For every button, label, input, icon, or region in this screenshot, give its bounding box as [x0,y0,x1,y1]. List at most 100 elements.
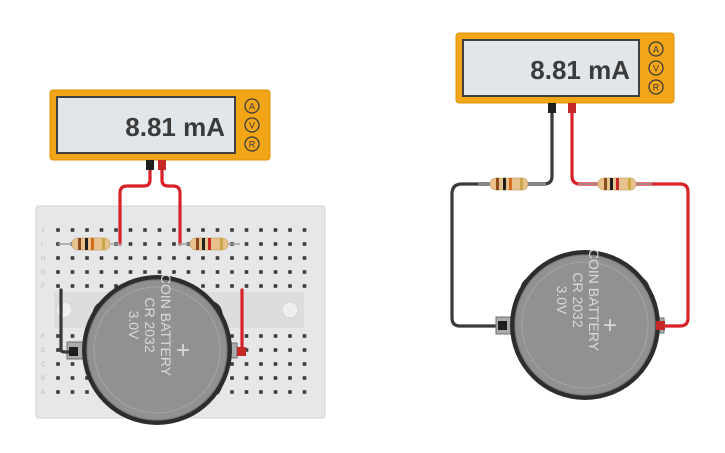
right-battery-plus-sign: + [603,312,617,339]
breadboard-hole [302,228,307,232]
breadboard-hole [302,362,307,366]
breadboard-hole [273,228,278,232]
breadboard-hole [70,334,75,338]
left-meter-mode-a[interactable]: A [244,98,260,114]
left-meter-com-probe[interactable] [146,160,154,170]
breadboard-hole [157,228,162,232]
breadboard-hole [56,390,60,394]
breadboard-hole [244,270,249,274]
breadboard-hole [288,362,292,366]
breadboard-hole [244,390,249,394]
breadboard-hole [201,270,205,274]
breadboard-hole [273,376,278,380]
breadboard-hole [70,390,75,394]
breadboard-hole [273,348,278,352]
breadboard-hole [244,334,249,338]
breadboard-hole [128,242,133,246]
breadboard-hole [85,228,89,232]
breadboard-hole [302,242,307,246]
right-meter-mode-v-label: V [653,64,659,74]
breadboard-hole [85,256,89,260]
left-meter-screen [56,96,236,154]
left-black-wire-end[interactable] [59,348,74,354]
right-resistor-2[interactable] [578,177,652,191]
breadboard-hole [85,390,89,394]
breadboard-hole [114,270,118,274]
breadboard-hole [128,270,133,274]
right-black-wire-terminal [498,321,507,330]
breadboard-hole [172,228,176,232]
breadboard-hole [259,228,263,232]
left-meter-mode-r-label: R [249,140,256,150]
breadboard-hole [128,228,133,232]
left-multimeter[interactable]: 8.81 mA A V R [49,89,271,170]
breadboard-hole [288,348,292,352]
left-battery-label-2: CR 2032 [142,297,158,352]
breadboard-hole [302,334,307,338]
breadboard-hole [85,270,89,274]
breadboard-hole [273,270,278,274]
right-meter-mode-r[interactable]: R [648,79,664,95]
breadboard-hole [244,228,249,232]
breadboard-hole [70,228,75,232]
right-resistor-1[interactable] [478,177,546,191]
left-battery-label-3: 3.0V [126,311,142,340]
left-meter-reading: 8.81 mA [125,112,225,142]
svg-text:D: D [41,348,46,354]
breadboard-hole [215,256,220,260]
breadboard-hole [99,284,104,288]
right-meter-com-probe[interactable] [548,103,556,113]
svg-text:J: J [41,228,44,234]
left-meter-mode-v-label: V [249,121,255,131]
right-red-wire[interactable] [570,108,690,328]
breadboard-hole [114,284,118,288]
svg-text:F: F [41,284,45,290]
left-meter-mode-v[interactable]: V [244,117,260,133]
left-red-wire-b[interactable] [160,166,182,246]
breadboard-hole [244,348,249,352]
breadboard-hole [157,270,162,274]
right-meter-mode-a-label: A [653,45,659,55]
left-resistor-1[interactable] [58,237,122,251]
left-red-wire-a[interactable] [118,166,152,246]
breadboard-hole [273,256,278,260]
right-meter-mode-v[interactable]: V [648,60,664,76]
left-meter-pos-probe[interactable] [158,160,166,170]
breadboard-hole [230,228,234,232]
breadboard-hole [114,256,118,260]
left-meter-mode-r[interactable]: R [244,136,260,152]
left-meter-mode-a-label: A [249,102,255,112]
breadboard-hole [230,390,234,394]
right-meter-pos-probe[interactable] [568,103,576,113]
breadboard-hole [230,284,234,288]
breadboard-hole [215,270,220,274]
right-meter-mode-a[interactable]: A [648,41,664,57]
breadboard-hole [288,242,292,246]
breadboard-hole [302,390,307,394]
right-coin-battery[interactable]: COIN BATTERY CR 2032 3.0V + [495,249,665,400]
breadboard-mount-hole-right [281,301,299,319]
breadboard-hole [244,284,249,288]
breadboard-hole [56,256,60,260]
left-red-wire-terminal [237,347,246,356]
breadboard-hole [186,256,191,260]
right-black-wire[interactable] [450,108,554,328]
breadboard-hole [143,270,147,274]
breadboard-hole [99,228,104,232]
breadboard-hole [244,362,249,366]
breadboard-hole [56,334,60,338]
breadboard-hole [259,270,263,274]
breadboard-hole [172,256,176,260]
right-multimeter[interactable]: 8.81 mA A V R [455,32,675,113]
left-coin-battery[interactable]: COIN BATTERY CR 2032 3.0V + [66,274,238,425]
right-meter-screen [462,39,640,97]
breadboard-hole [273,242,278,246]
breadboard-hole [288,284,292,288]
breadboard-hole [85,376,89,380]
breadboard-hole [201,228,205,232]
breadboard-hole [172,270,176,274]
left-resistor-2[interactable] [178,237,240,251]
breadboard-hole [70,376,75,380]
svg-text:B: B [41,376,45,382]
